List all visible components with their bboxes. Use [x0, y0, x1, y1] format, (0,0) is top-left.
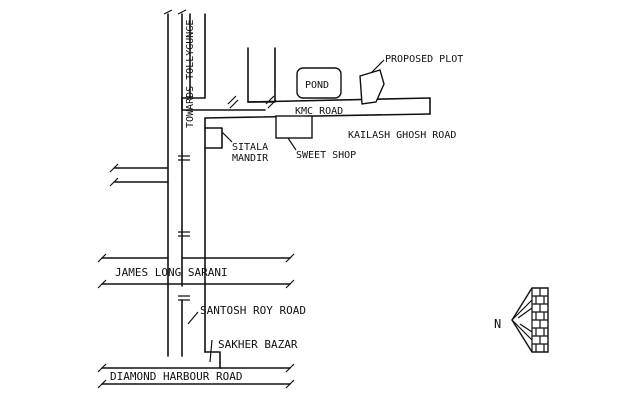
sweet-shop-block [275, 115, 313, 139]
james-long-sarani [97, 253, 295, 289]
main-vertical-road [163, 9, 187, 357]
label-sakher-bazar: SAKHER BAZAR [218, 338, 298, 351]
pond [296, 67, 342, 99]
label-sitala: SITALA [232, 142, 268, 153]
label-kmc-road: KMC ROAD [295, 106, 343, 117]
label-mandir: MANDIR [232, 153, 269, 164]
sitala-junction [204, 127, 233, 149]
sakher-bazar-block [204, 339, 221, 369]
label-sweet-shop: SWEET SHOP [296, 150, 356, 161]
north-arrow [511, 287, 549, 353]
diamond-harbour-road [97, 363, 295, 389]
proposed-plot [359, 59, 385, 105]
left-branch-road [109, 163, 169, 187]
label-pond: POND [305, 80, 329, 91]
label-kailash-ghosh-road: KAILASH GHOSH ROAD [348, 130, 456, 141]
kmc-road [204, 97, 431, 353]
label-diamond-harbour-road: DIAMOND HARBOUR ROAD [110, 370, 242, 383]
label-towards-tollygunge: TOWARDS TOLLYGUNGE [185, 20, 196, 128]
label-proposed-plot: PROPOSED PLOT [385, 54, 463, 65]
santosh-roy-pointer [187, 311, 199, 325]
upper-link-road [181, 13, 276, 111]
crossing-marks [178, 95, 277, 301]
label-santosh-roy-road: SANTOSH ROY ROAD [200, 304, 306, 317]
label-james-long-sarani: JAMES LONG SARANI [115, 266, 228, 279]
label-north: N [494, 317, 501, 331]
